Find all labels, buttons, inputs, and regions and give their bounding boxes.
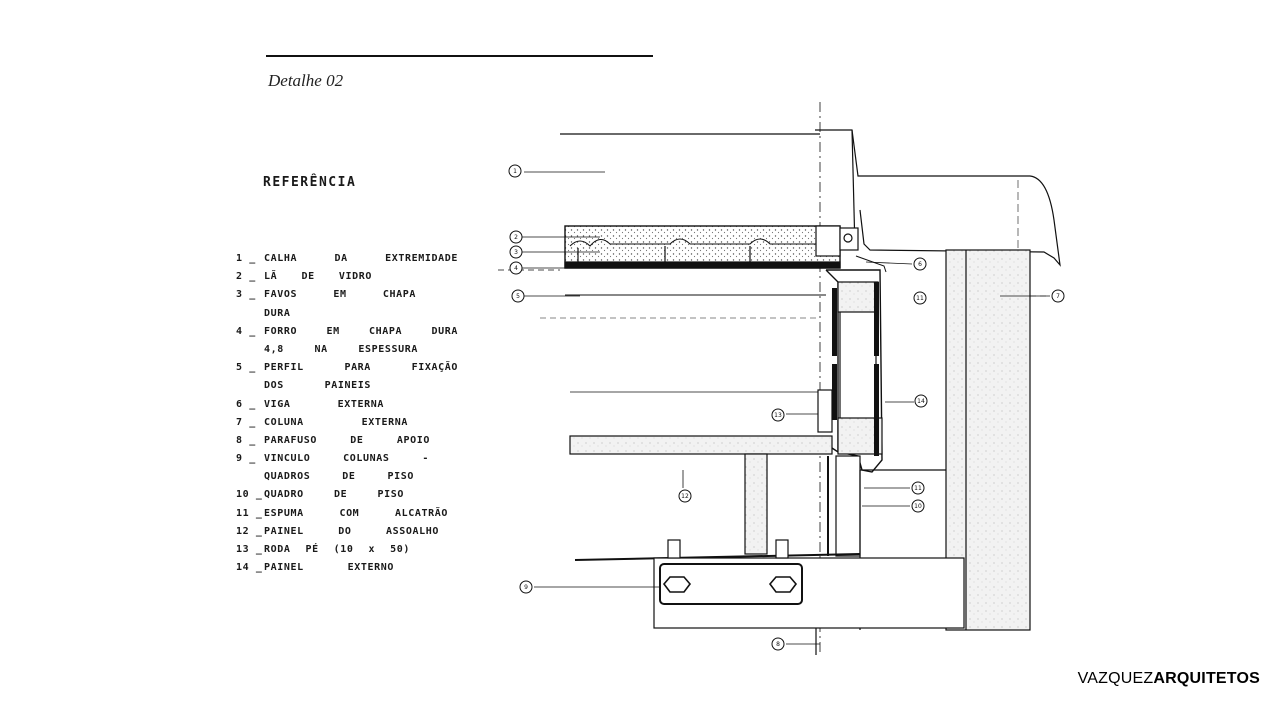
svg-text:8: 8 xyxy=(776,641,780,648)
callout-13: 13 xyxy=(771,408,785,422)
drawing-callouts: 1 2 3 4 5 6 7 8 9 10 11 12 13 14 11 xyxy=(508,164,1065,651)
legend-item: 11 _ESPUMA COM ALCATRÃO xyxy=(236,507,448,519)
legend-item: 4,8 NA ESPESSURA xyxy=(264,343,418,355)
brand-logo: VAZQUEZARQUITETOS xyxy=(1077,670,1260,687)
legend-item: 8 _PARAFUSO DE APOIO xyxy=(236,434,430,446)
svg-text:11: 11 xyxy=(914,485,922,492)
callout-6: 6 xyxy=(913,257,927,271)
callout-1: 1 xyxy=(508,164,522,178)
legend-item: 2 _LÃ DE VIDRO xyxy=(236,271,372,283)
legend-item: 4 _FORRO EM CHAPA DURA xyxy=(236,325,458,337)
legend-item: 10 _QUADRO DE PISO xyxy=(236,489,404,501)
drawing-lines xyxy=(498,102,1061,655)
svg-text:13: 13 xyxy=(774,412,782,419)
legend-item: DOS PAINEIS xyxy=(264,380,371,392)
legend-item: 7 _COLUNA EXTERNA xyxy=(236,416,408,428)
callout-12: 12 xyxy=(678,489,692,503)
svg-text:1: 1 xyxy=(513,168,517,175)
callout-3: 3 xyxy=(509,245,523,259)
reference-title: REFERÊNCIA xyxy=(263,175,357,190)
callout-10: 10 xyxy=(911,499,925,513)
legend-item: 6 _VIGA EXTERNA xyxy=(236,398,384,410)
svg-text:9: 9 xyxy=(524,584,528,591)
svg-text:3: 3 xyxy=(514,249,518,256)
callout-8: 8 xyxy=(771,637,785,651)
svg-text:2: 2 xyxy=(514,234,518,241)
construction-detail-drawing: 1 2 3 4 5 6 7 8 9 10 11 12 13 14 11 xyxy=(498,102,1065,655)
legend-item: 1 _CALHA DA EXTREMIDADE xyxy=(236,253,458,264)
svg-text:14: 14 xyxy=(917,398,925,405)
callout-4: 4 xyxy=(509,261,523,275)
legend-item: DURA xyxy=(264,307,291,319)
legend-item: 5 _PERFIL PARA FIXAÇÃO xyxy=(236,362,458,374)
svg-text:12: 12 xyxy=(681,493,689,500)
legend-item: 12 _PAINEL DO ASSOALHO xyxy=(236,525,439,537)
detail-caption: Detalhe 02 xyxy=(268,71,344,90)
svg-text:6: 6 xyxy=(918,261,922,268)
legend-item: QUADROS DE PISO xyxy=(264,471,414,483)
svg-text:10: 10 xyxy=(914,503,922,510)
svg-text:4: 4 xyxy=(514,265,518,272)
legend-item: 3 _FAVOS EM CHAPA xyxy=(236,289,416,301)
callout-11: 11 xyxy=(913,291,927,305)
callout-9: 9 xyxy=(519,580,533,594)
callout-5: 5 xyxy=(511,289,525,303)
callout-11-lower: 11 xyxy=(911,481,925,495)
reference-legend: 1 _CALHA DA EXTREMIDADE 2 _LÃ DE VIDRO 3… xyxy=(236,250,458,577)
callout-7: 7 xyxy=(1051,289,1065,303)
callout-2: 2 xyxy=(509,230,523,244)
legend-item: 13 _RODA PÉ (10 x 50) xyxy=(236,544,410,555)
title-rule xyxy=(266,55,653,57)
legend-item: 14 _PAINEL EXTERNO xyxy=(236,562,394,574)
legend-item: 9 _VINCULO COLUNAS - xyxy=(236,453,429,465)
svg-text:11: 11 xyxy=(916,295,924,302)
svg-text:5: 5 xyxy=(516,293,520,300)
svg-text:7: 7 xyxy=(1056,293,1060,300)
callout-14: 14 xyxy=(914,394,928,408)
